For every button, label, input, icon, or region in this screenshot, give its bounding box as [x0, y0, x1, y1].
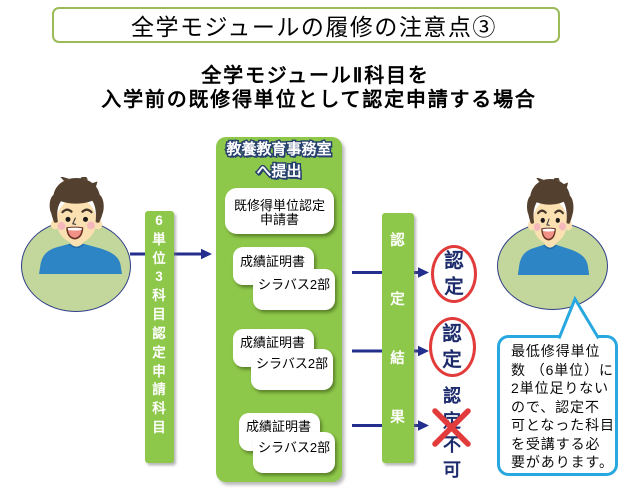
page-title: 全学モジュールの履修の注意点③	[131, 14, 497, 40]
syllabus-box-2: シラバス2部	[251, 348, 333, 390]
vertical-text-char: 不	[443, 435, 461, 456]
vertical-text-char: 位	[152, 250, 166, 266]
vertical-text-char: 単	[152, 231, 166, 247]
subtitle-line1: 全学モジュールⅡ科目を	[201, 65, 430, 87]
syllabus-label: シラバス2部	[258, 439, 331, 455]
speech-bubble	[497, 295, 618, 476]
speech-bubble-line: 要があります。	[511, 454, 614, 471]
vertical-text-char: 可	[443, 459, 461, 480]
result-bar: 認定結果	[381, 213, 414, 463]
result-approved-1: 認定	[431, 245, 477, 303]
vertical-text-char: 認	[390, 233, 405, 249]
vertical-text-char: 3	[155, 269, 163, 285]
panel-header-line2-outline: へ提出	[255, 162, 303, 182]
vertical-text-char: 認	[152, 325, 166, 341]
panel-header-line2: へ提出	[256, 163, 302, 180]
student-avatar-left	[38, 177, 122, 274]
certificate-label: 成績証明書	[246, 419, 312, 434]
speech-bubble-line: 最低修得単位	[511, 343, 601, 359]
submission-panel-header: 教養教育事務室教養教育事務室 へ提出へ提出	[216, 139, 342, 183]
speech-bubble-line: を受講する必	[511, 435, 601, 452]
subtitle: 全学モジュールⅡ科目を 入学前の既修得単位として認定申請する場合	[0, 64, 625, 112]
application-box-line2: 申請書	[259, 212, 299, 227]
syllabus-label: シラバス2部	[256, 356, 329, 371]
student-avatar-right	[517, 177, 589, 275]
application-form-box: 既修得単位認定 申請書	[225, 188, 334, 234]
arrowhead-result-3	[418, 420, 429, 431]
panel-header-line1: 教養教育事務室	[226, 141, 332, 158]
vertical-text-char: 認	[442, 323, 462, 345]
arrowhead-result-2	[418, 345, 429, 357]
speech-bubble-line: 2単位足りない	[511, 380, 610, 397]
title-box: 全学モジュールの履修の注意点③	[52, 7, 560, 43]
subtitle-line2: 入学前の既修得単位として認定申請する場合	[101, 89, 537, 111]
vertical-text-char: 科	[152, 401, 166, 417]
arrowhead-result-1	[418, 267, 429, 278]
male-student-illustration	[517, 177, 589, 275]
vertical-text-char: 目	[152, 307, 166, 323]
vertical-text-char: 定	[390, 292, 405, 308]
vertical-text-char: 請	[152, 382, 166, 398]
certificate-label: 成績証明書	[240, 335, 306, 350]
vertical-text-char: 定	[442, 349, 462, 371]
arrowhead-student-to-panel	[201, 248, 212, 260]
vertical-text-char: 結	[390, 351, 405, 367]
vertical-text-char: 定	[152, 344, 166, 360]
result-rejected: 認定不可	[432, 384, 472, 482]
vertical-text-char: 6	[155, 213, 163, 228]
panel-header-line1-outline: 教養教育事務室	[225, 140, 333, 160]
vertical-text-char: 認	[443, 386, 461, 406]
syllabus-label: シラバス2部	[258, 276, 331, 292]
speech-bubble-line: ので、認定不	[511, 398, 600, 415]
vertical-text-char: 定	[444, 276, 464, 298]
speech-bubble-line: 可となった科目	[511, 417, 615, 434]
male-student-illustration	[38, 177, 122, 274]
speech-bubble-line: 数 （6単位）に	[511, 361, 614, 378]
vertical-text-char: 科	[152, 288, 166, 304]
vertical-text-char: 目	[152, 419, 166, 435]
syllabus-box-1: シラバス2部	[253, 269, 335, 310]
vertical-text-char: 果	[390, 410, 405, 426]
application-box-line1: 既修得単位認定	[233, 198, 325, 213]
certificate-label: 成績証明書	[240, 253, 306, 269]
result-approved-2: 認定	[428, 317, 476, 377]
rejected-cross-icon	[432, 408, 471, 447]
syllabus-box-3: シラバス2部	[253, 432, 335, 473]
vertical-text-char: 申	[152, 363, 166, 379]
speech-bubble-text: 最低修得単位数 （6単位）に 2単位足りないので、認定不可となった科目を受講する必…	[511, 342, 617, 472]
vertical-text-char: 認	[444, 250, 464, 272]
